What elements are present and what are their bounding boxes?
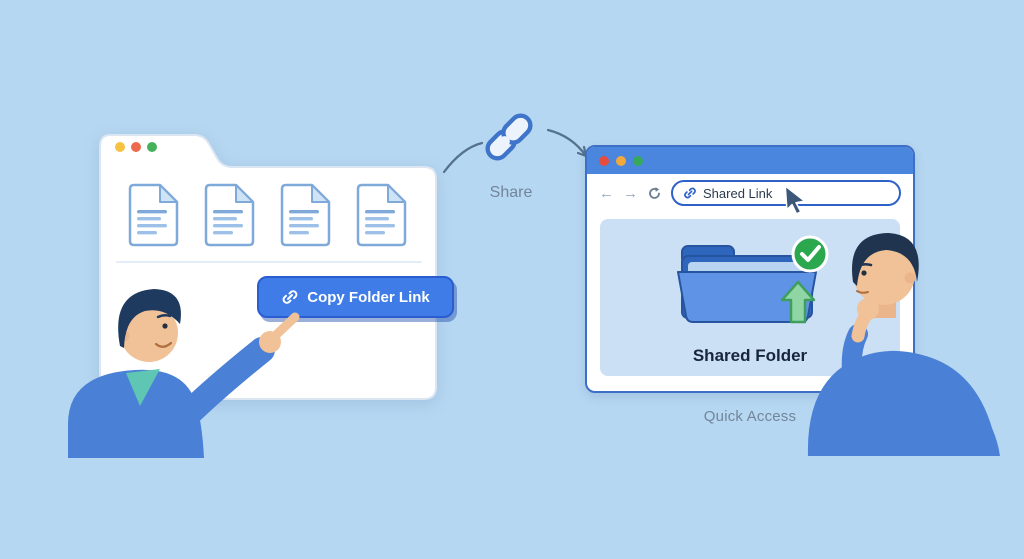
refresh-icon[interactable] [647,186,662,201]
browser-toolbar: ← → Shared Link [587,174,913,212]
window-dot-orange[interactable] [131,142,141,152]
shared-folder-label: Shared Folder [692,345,808,365]
document-icon[interactable] [354,182,408,248]
link-icon [282,290,298,304]
browser-titlebar [587,147,913,174]
window-dot-green[interactable] [633,155,643,166]
shared-folder-icon[interactable] [660,230,840,342]
back-icon[interactable]: ← [599,184,614,202]
documents-row [126,182,408,248]
upload-arrow-icon [780,280,816,323]
copy-folder-link-button[interactable]: Copy Folder Link [257,276,454,318]
cursor-icon [784,185,806,215]
window-divider [116,261,422,263]
share-label: Share [489,184,533,201]
document-icon[interactable] [202,182,256,248]
window-dot-orange[interactable] [616,155,626,166]
person-thinking-illustration [807,233,1000,456]
address-bar-text: Shared Link [703,185,773,201]
window-dot-green[interactable] [147,142,157,152]
link-icon [684,187,696,199]
person-pointing-illustration [68,289,300,458]
quick-access-caption: Quick Access [703,408,797,425]
share-link-icon [485,113,533,161]
window-dot-red[interactable] [599,155,609,166]
forward-icon[interactable]: → [623,184,638,202]
copy-button-label: Copy Folder Link [307,288,430,306]
document-icon[interactable] [126,182,180,248]
document-icon[interactable] [278,182,332,248]
check-badge-icon [791,235,829,272]
window-dot-yellow[interactable] [115,142,125,152]
